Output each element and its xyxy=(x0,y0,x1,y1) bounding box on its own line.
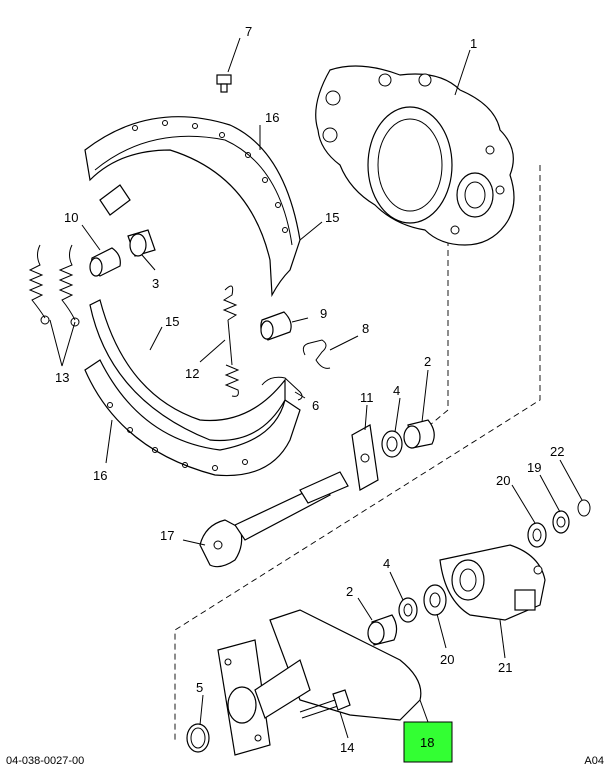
callout-16-lower: 16 xyxy=(93,468,107,483)
part-bushing-lower xyxy=(367,614,398,646)
callout-19: 19 xyxy=(527,460,541,475)
part-bushing-upper xyxy=(403,419,435,449)
part-slack-adjuster xyxy=(439,544,546,621)
part-upper-brake-shoe xyxy=(84,116,301,298)
part-camshaft-bracket xyxy=(217,609,422,756)
callout-8: 8 xyxy=(362,321,369,336)
part-seal-plate xyxy=(351,424,379,491)
part-retaining-spring xyxy=(222,285,240,397)
highlight-box xyxy=(403,721,453,763)
part-anchor-roller xyxy=(260,311,292,341)
part-seal-upper xyxy=(381,430,403,458)
drawing-number: 04-038-0027-00 xyxy=(6,755,85,767)
callout-leader-lines xyxy=(49,37,583,739)
part-return-springs xyxy=(28,244,80,327)
callout-3: 3 xyxy=(152,276,159,291)
callout-2-upper: 2 xyxy=(424,354,431,369)
part-lower-brake-shoe xyxy=(84,299,301,477)
part-washer-lower xyxy=(423,584,447,616)
callout-7: 7 xyxy=(245,24,252,39)
part-clip xyxy=(302,339,331,369)
part-brake-spider xyxy=(315,65,515,246)
callout-labels: 1 7 16 15 10 3 15 9 8 12 13 6 11 4 2 16 … xyxy=(55,24,564,755)
part-camshaft xyxy=(199,471,349,568)
callout-6: 6 xyxy=(312,398,319,413)
callout-10: 10 xyxy=(64,210,78,225)
callout-4-lower: 4 xyxy=(383,556,390,571)
callout-20-lower: 20 xyxy=(440,652,454,667)
callout-13: 13 xyxy=(55,370,69,385)
part-seal-lower xyxy=(398,597,418,623)
callout-11: 11 xyxy=(360,390,374,405)
assembly-guide-lines xyxy=(174,165,541,740)
callout-16-upper: 16 xyxy=(265,110,279,125)
callout-20-upper: 20 xyxy=(496,473,510,488)
callout-21: 21 xyxy=(498,660,512,675)
callout-22: 22 xyxy=(550,444,564,459)
callout-17: 17 xyxy=(160,528,174,543)
callout-5: 5 xyxy=(196,680,203,695)
callout-1: 1 xyxy=(470,36,477,51)
part-roller xyxy=(89,247,121,277)
part-washers xyxy=(527,499,591,548)
revision-code: A04 xyxy=(584,755,604,767)
callout-9: 9 xyxy=(320,306,327,321)
callout-15-upper: 15 xyxy=(325,210,339,225)
part-rivet xyxy=(216,74,232,93)
callout-14: 14 xyxy=(340,740,354,755)
callout-2-lower: 2 xyxy=(346,584,353,599)
part-o-ring xyxy=(186,723,210,753)
callout-15-lower: 15 xyxy=(165,314,179,329)
callout-12: 12 xyxy=(185,366,199,381)
callout-4-upper: 4 xyxy=(393,383,400,398)
callout-18: 18 xyxy=(420,735,434,750)
part-bolt xyxy=(299,689,351,719)
part-retainer-wire xyxy=(261,376,303,401)
part-bushing xyxy=(127,229,156,257)
